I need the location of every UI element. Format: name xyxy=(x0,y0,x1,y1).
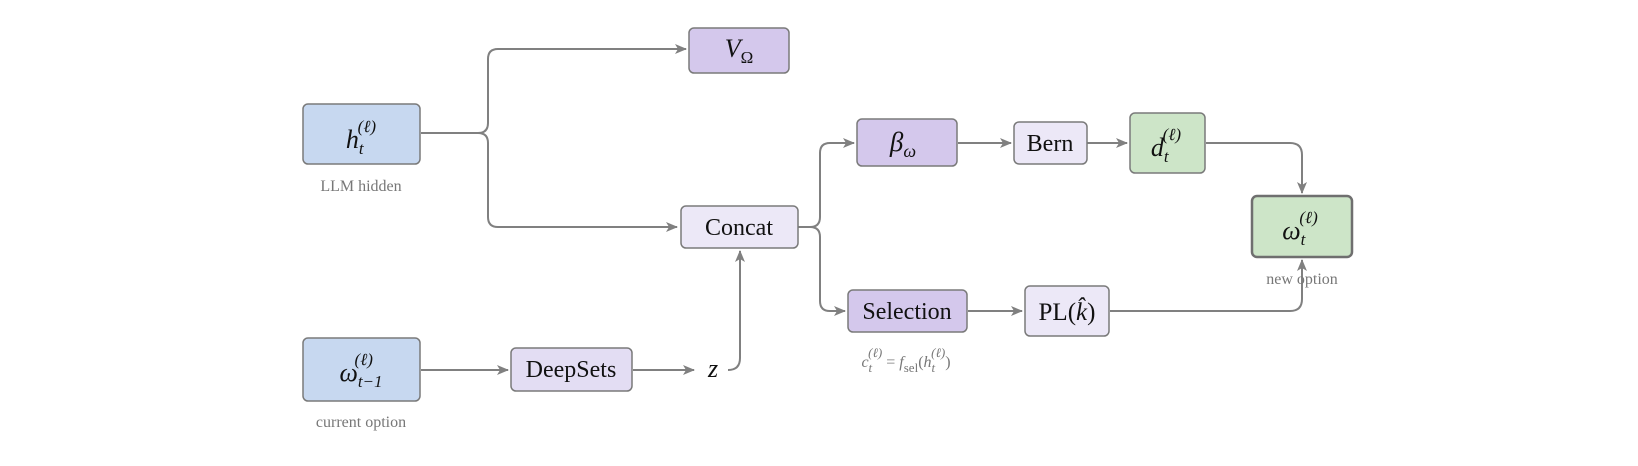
caption-new-option: new option xyxy=(1266,271,1338,288)
node-box xyxy=(1024,285,1110,337)
node-deepsets: DeepSets xyxy=(510,347,633,392)
node-selection: Selection xyxy=(847,289,968,333)
edge-h-to-concat xyxy=(421,132,678,232)
formula-h: h xyxy=(924,354,932,371)
caption-llm-hidden: LLM hidden xyxy=(320,178,401,195)
node-box xyxy=(510,347,633,392)
node-box xyxy=(856,118,958,167)
edge-pl-to-omega-new xyxy=(1110,259,1307,312)
node-box xyxy=(302,337,421,402)
formula-f-sub: sel xyxy=(904,360,919,375)
edge-concat-to-selection xyxy=(798,226,846,316)
edge-concat-to-beta xyxy=(798,138,855,228)
math-base: h xyxy=(346,125,359,154)
node-current-option: ωt−1 (ℓ) xyxy=(302,337,421,402)
node-math-label: ωt−1 (ℓ) xyxy=(339,350,382,391)
formula-h-sub: t xyxy=(932,360,936,375)
edge-h-to-v-omega xyxy=(421,44,687,134)
math-superscript: (ℓ) xyxy=(1163,125,1182,144)
node-z-embedding: z xyxy=(707,354,718,383)
formula-close: ) xyxy=(945,354,950,371)
math-subscript: t xyxy=(359,139,365,158)
math-subscript: t xyxy=(1301,230,1307,249)
formula-c: c xyxy=(861,354,868,371)
node-math-label: βω xyxy=(889,127,916,161)
node-label: DeepSets xyxy=(526,357,617,383)
pl-suffix: ) xyxy=(1087,299,1095,326)
math-subscript: ω xyxy=(903,141,916,161)
node-math-label: ωt (ℓ) xyxy=(1282,208,1318,249)
math-subscript: Ω xyxy=(741,48,754,67)
math-base: V xyxy=(725,34,744,63)
formula-c-sub: t xyxy=(869,360,873,375)
pl-prefix: PL( xyxy=(1039,299,1077,326)
formula-open: ( xyxy=(918,354,923,371)
node-math-label: VΩ xyxy=(725,34,754,67)
node-box xyxy=(1013,121,1088,165)
caption-selection-formula: ct(ℓ) = fsel(ht(ℓ)) xyxy=(861,345,950,375)
edges xyxy=(421,44,1307,375)
node-box xyxy=(1250,194,1354,259)
math-superscript: (ℓ) xyxy=(1299,208,1318,227)
node-math-label: ht (ℓ) xyxy=(346,117,376,158)
node-termination-decision: dt (ℓ) xyxy=(1129,112,1206,174)
pl-variable: k̂ xyxy=(1076,297,1088,326)
math-subscript: t xyxy=(1164,147,1170,166)
math-subscript: t−1 xyxy=(358,372,383,391)
node-label: Bern xyxy=(1027,131,1074,157)
math-base: β xyxy=(889,127,904,157)
math-base: ω xyxy=(1282,216,1300,245)
node-label: Selection xyxy=(862,299,951,325)
formula-f: f xyxy=(899,354,906,371)
math-base: d xyxy=(1151,133,1165,162)
node-box xyxy=(302,103,421,165)
node-termination-head: βω xyxy=(856,118,958,167)
math-base: ω xyxy=(339,358,357,387)
node-llm-hidden-state: ht (ℓ) xyxy=(302,103,421,165)
formula-c-sup: (ℓ) xyxy=(868,345,882,360)
math-superscript: (ℓ) xyxy=(358,117,377,136)
math-superscript: (ℓ) xyxy=(355,350,374,369)
edge-z-to-concat xyxy=(727,250,745,371)
edge-d-to-omega-new xyxy=(1206,142,1307,194)
node-concat: Concat xyxy=(680,205,799,249)
caption-current-option: current option xyxy=(316,414,406,431)
formula-h-sup: (ℓ) xyxy=(931,345,945,360)
node-plackett-luce: PL(k̂) xyxy=(1024,285,1110,337)
node-bernoulli: Bern xyxy=(1013,121,1088,165)
node-new-option: ωt (ℓ) xyxy=(1250,194,1354,259)
node-label: Concat xyxy=(705,215,773,241)
formula-eq: = xyxy=(882,354,899,371)
node-math-label: dt (ℓ) xyxy=(1151,125,1181,166)
node-box xyxy=(1129,112,1206,174)
node-box xyxy=(688,27,790,74)
node-math-label: PL(k̂) xyxy=(1039,297,1096,326)
node-value-head: VΩ xyxy=(688,27,790,74)
node-box xyxy=(847,289,968,333)
node-box xyxy=(680,205,799,249)
